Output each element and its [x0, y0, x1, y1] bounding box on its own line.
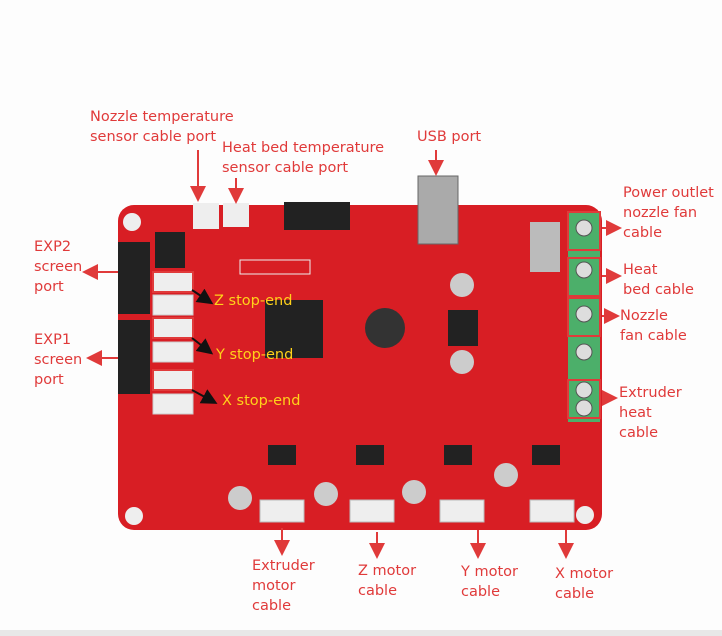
label-nozzle-fan: Nozzle fan cable [620, 306, 687, 346]
label-bed-temp-port: Heat bed temperature sensor cable port [222, 138, 384, 178]
label-line: heat [619, 405, 652, 421]
label-x-stop: X stop-end [222, 393, 301, 409]
label-power-outlet: Power outlet nozzle fan cable [623, 183, 714, 243]
label-line: cable [252, 598, 292, 614]
label-nozzle-temp-port: Nozzle temperature sensor cable port [90, 107, 234, 147]
label-line: fan cable [620, 328, 687, 344]
label-exp2: EXP2 screen port [34, 237, 82, 297]
label-y-motor: Y motor cable [461, 562, 518, 602]
label-line: X motor [555, 566, 614, 582]
label-z-stop: Z stop-end [214, 293, 293, 309]
label-z-motor: Z motor cable [358, 561, 416, 601]
label-line: sensor cable port [222, 160, 349, 176]
label-line: Heat bed temperature [222, 140, 385, 156]
label-line: nozzle fan [623, 205, 698, 221]
label-line: EXP2 [34, 239, 72, 255]
label-exp1: EXP1 screen port [34, 330, 82, 390]
label-line: Y motor [461, 564, 518, 580]
label-extruder-motor: Extruder motor cable [252, 556, 315, 616]
label-usb-port: USB port [417, 129, 482, 145]
label-line: cable [461, 584, 501, 600]
label-line: cable [623, 225, 663, 241]
label-line: Z motor [358, 563, 417, 579]
label-line: cable [358, 583, 398, 599]
label-line: Extruder [619, 385, 682, 401]
label-line: cable [555, 586, 595, 602]
label-line: motor [252, 578, 296, 594]
label-line: port [34, 372, 64, 388]
label-line: Extruder [252, 558, 315, 574]
pcb [118, 205, 602, 530]
label-line: cable [619, 425, 659, 441]
label-x-motor: X motor cable [555, 564, 613, 604]
label-line: port [34, 279, 64, 295]
label-line: Heat [623, 262, 658, 278]
label-line: screen [34, 259, 83, 275]
label-line: Power outlet [623, 185, 714, 201]
label-extruder-heat: Extruder heat cable [619, 383, 682, 443]
label-line: sensor cable port [90, 129, 217, 145]
label-line: Nozzle temperature [90, 109, 234, 125]
label-heat-bed: Heat bed cable [623, 260, 694, 300]
label-line: bed cable [623, 282, 694, 298]
label-y-stop: Y stop-end [216, 347, 294, 363]
label-line: screen [34, 352, 83, 368]
label-line: Nozzle [620, 308, 668, 324]
label-line: EXP1 [34, 332, 72, 348]
